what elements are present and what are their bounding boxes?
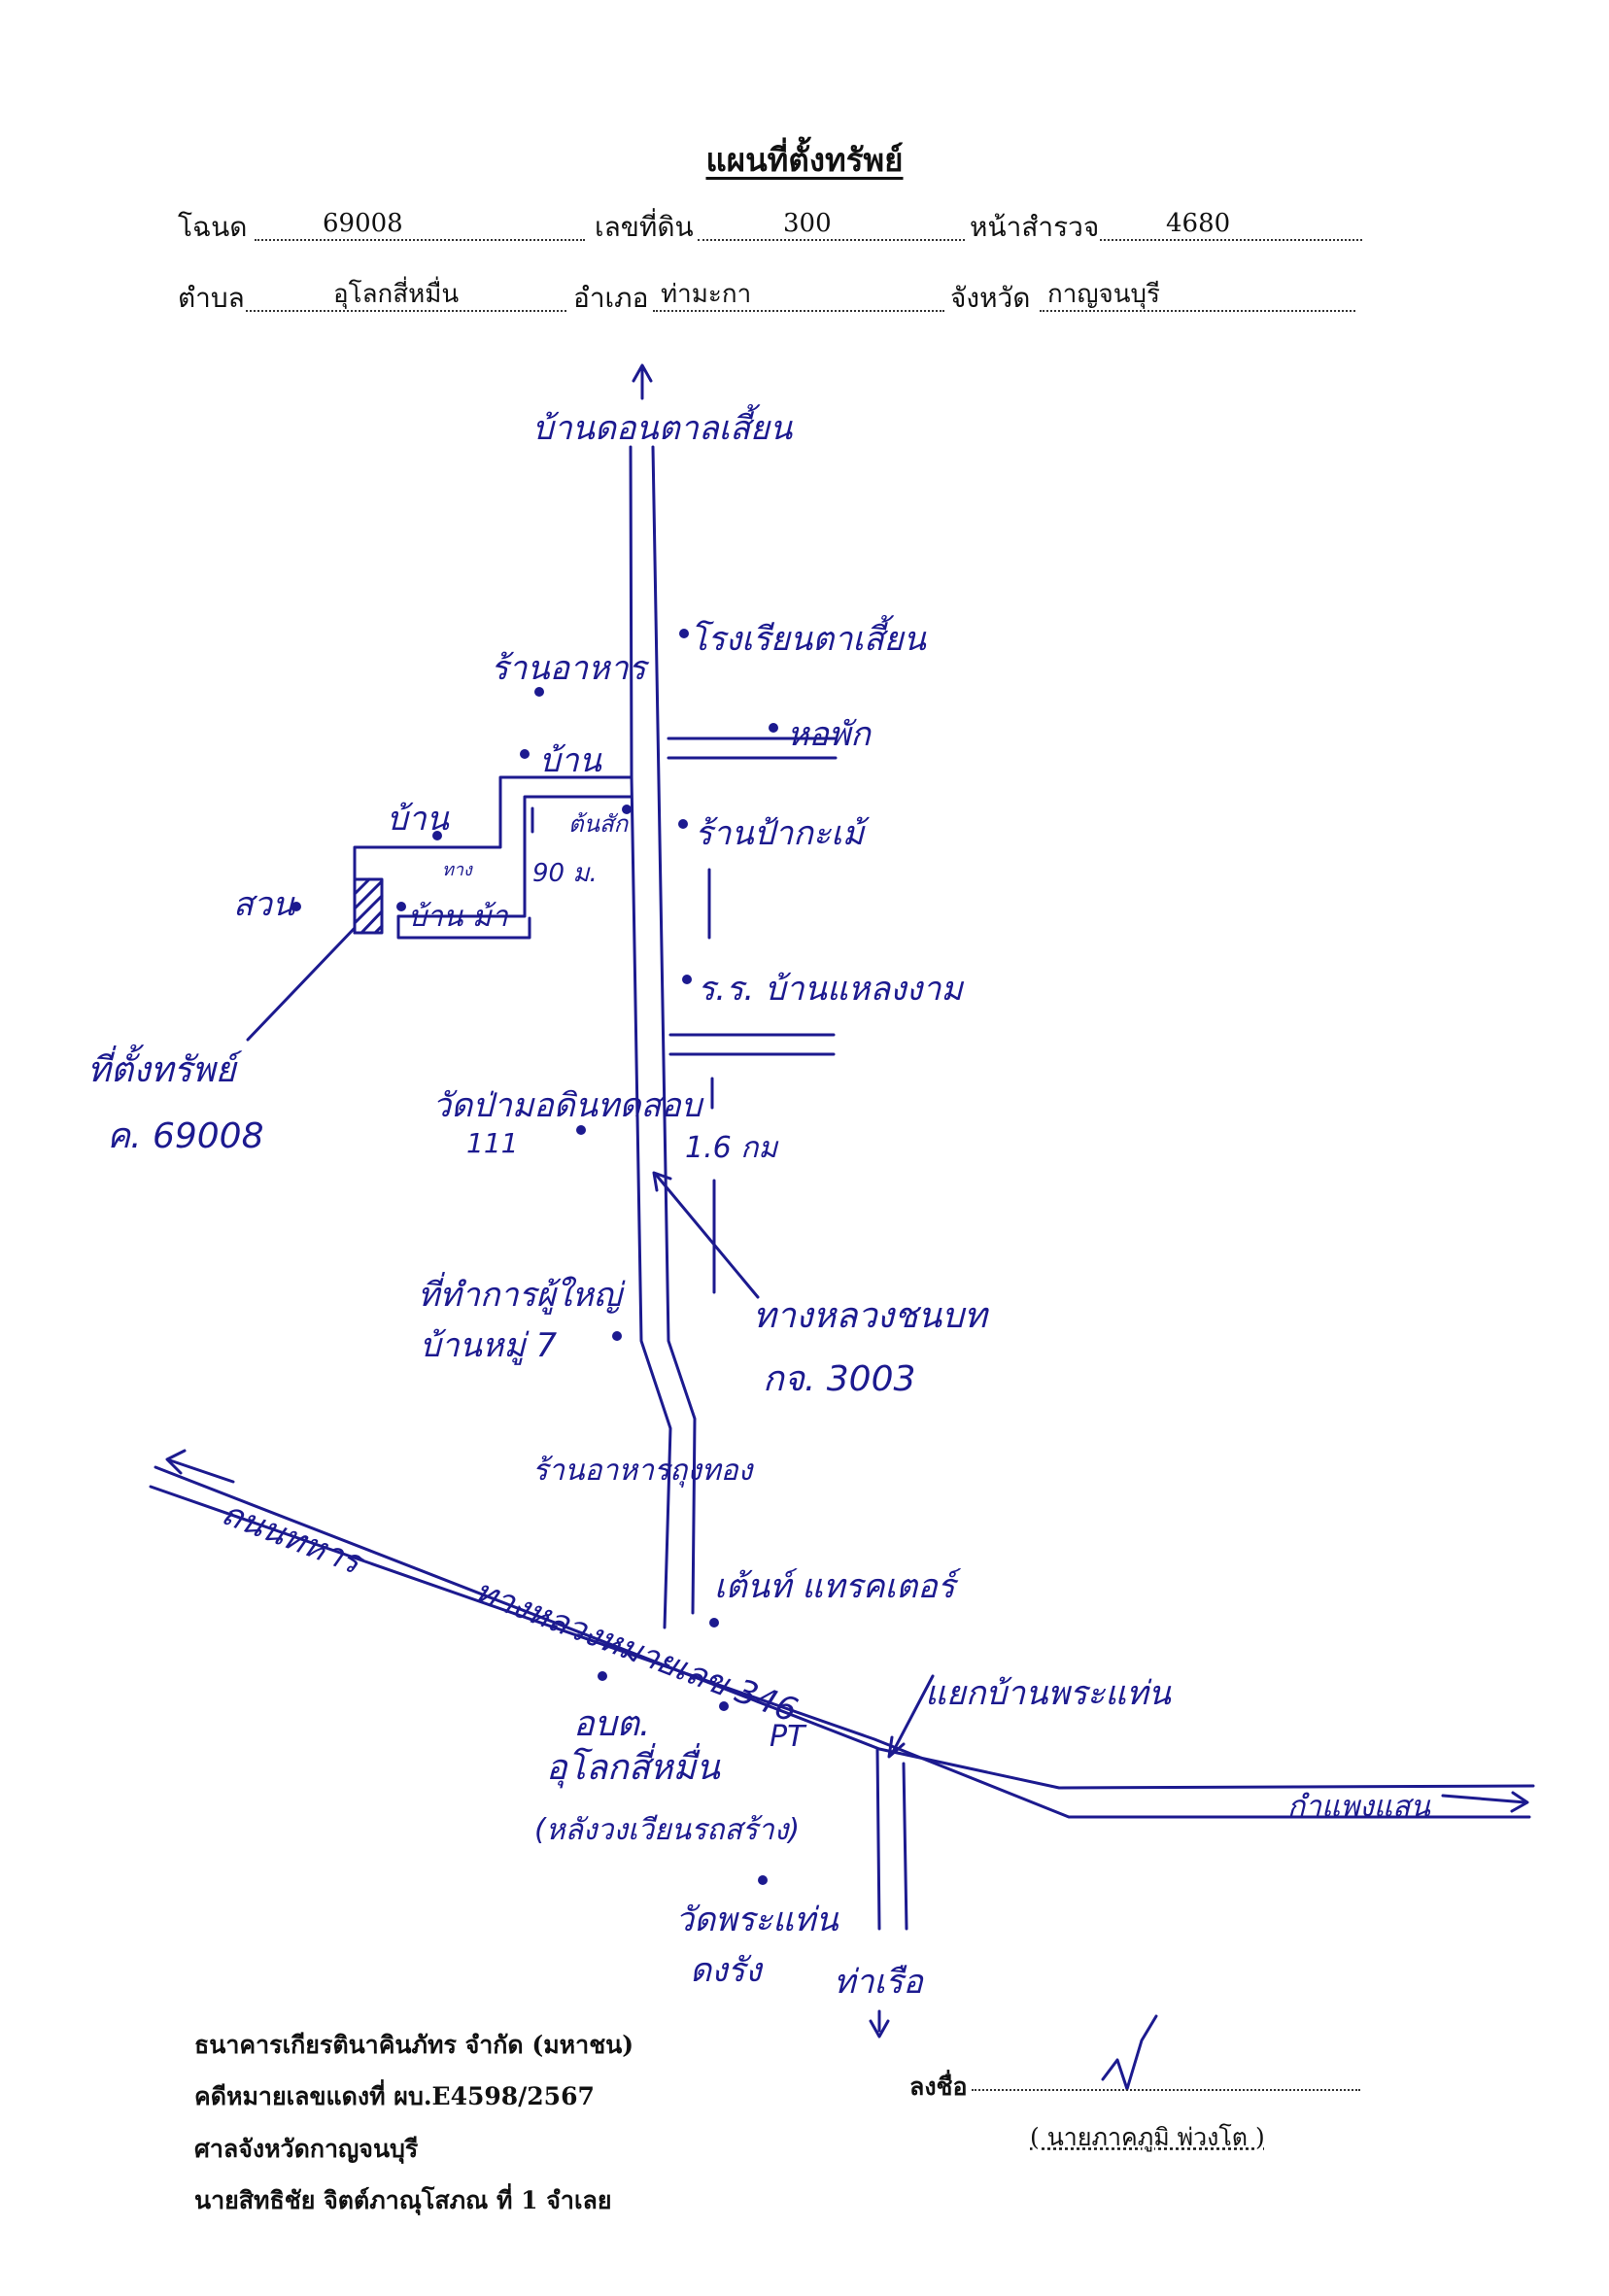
headman-office-label: ที่ทำการผู้ใหญ่ <box>418 1276 622 1315</box>
parcel-label: เลขที่ดิน <box>595 211 694 243</box>
sao-label: อบต. <box>573 1704 651 1744</box>
page-title: แผนที่ตั้งทรัพย์ <box>705 141 904 179</box>
rural-road-pointer <box>655 1174 760 1299</box>
subdistrict-label: ตำบล <box>178 282 245 314</box>
shop-label: ร้านป้ากะเม้ <box>695 814 865 853</box>
school-north-label: โรงเรียนตาเสี้ยน <box>690 620 926 659</box>
property-label: ที่ตั้งทรัพย์ <box>87 1050 236 1090</box>
tree-label: ต้นสัก <box>568 810 629 838</box>
subdistrict-value: อุโลกสี่หมื่น <box>246 277 566 312</box>
south-road-left <box>875 1747 881 1931</box>
deed-label: โฉนด <box>178 211 248 243</box>
survey-value: 4680 <box>1100 206 1362 241</box>
garden-label: สวน <box>233 885 295 924</box>
defendant-name: นายสิทธิชัย จิตต์ภาณุโสภณ ที่ 1 จำเลย <box>194 2186 612 2214</box>
lane-label: ทาง <box>442 860 472 880</box>
gas-station-label: PT <box>770 1720 805 1754</box>
district-value: ท่ามะกา <box>653 277 944 312</box>
distance-long-label: 1.6 กม <box>685 1131 778 1165</box>
north-destination-label: บ้านดอนตาลเสี้ยน <box>532 409 793 448</box>
temple-land-number: 111 <box>466 1127 519 1159</box>
distance-short-label: 90 ม. <box>532 859 598 888</box>
rural-road-right-edge <box>651 445 697 1615</box>
temple-land-label: วัดป่ามอดินทดสอบ <box>432 1086 702 1125</box>
province-value: กาญจนบุรี <box>1040 277 1355 312</box>
property-deed-label: ค. 69008 <box>107 1116 264 1156</box>
school-label: ร.ร. บ้านแหลงงาม <box>698 970 963 1009</box>
sao-note-label: (หลังวงเวียนรถสร้าง) <box>534 1813 801 1847</box>
highway-top-edge <box>154 1465 1535 1790</box>
bank-name: ธนาคารเกียรตินาคินภัทร จำกัด (มหาชน) <box>194 2031 634 2059</box>
kamphaeng-saen-label: กำแพงแสน <box>1287 1790 1430 1824</box>
rural-road-left-edge <box>629 445 672 1629</box>
junction-label: แยกบ้านพระแท่น <box>925 1674 1171 1713</box>
district-label: อำเภอ <box>573 282 649 314</box>
property-pointer <box>246 926 357 1042</box>
rural-road-label: ทางหลวงชนบท <box>753 1296 987 1336</box>
sign-label: ลงชื่อ <box>909 2073 968 2101</box>
north-arrow-head <box>632 363 653 383</box>
south-road-right <box>902 1762 908 1931</box>
wat-phra-thaen-label-2: ดงรัง <box>690 1951 762 1990</box>
south-arrow-head <box>869 2019 890 2039</box>
house-label-1: บ้าน <box>539 741 601 780</box>
house-label-3: บ้าน ม้า <box>408 900 508 934</box>
highway-bottom-edge <box>149 1485 1531 1819</box>
sao-name-label: อุโลกสี่หมื่น <box>546 1748 720 1788</box>
survey-label: หน้าสำรวจ <box>970 211 1100 243</box>
case-number: คดีหมายเลขแดงที่ ผบ.E4598/2567 <box>194 2082 595 2110</box>
landmark-dots <box>291 629 778 1885</box>
village-number-label: บ้านหมู่ 7 <box>420 1326 558 1365</box>
dormitory-label: หอพัก <box>787 715 871 754</box>
lane-bottom-edge <box>396 795 633 940</box>
west-arrow-head <box>165 1449 187 1475</box>
rural-road-number: กจ. 3003 <box>763 1359 916 1399</box>
signature-mark <box>1101 2014 1158 2091</box>
province-label: จังหวัด <box>950 282 1031 314</box>
signature-line <box>972 2089 1360 2091</box>
shrine-label: ร้านอาหารถุงทอง <box>532 1454 753 1488</box>
house-label-2: บ้าน <box>387 800 449 839</box>
junction-pointer <box>890 1674 935 1756</box>
parcel-value: 300 <box>698 206 965 241</box>
east-arrow-head <box>1510 1791 1529 1813</box>
court-name: ศาลจังหวัดกาญจนบุรี <box>194 2135 419 2163</box>
restaurant-label: ร้านอาหาร <box>491 649 646 688</box>
signer-name: ( นายภาคภูมิ พ่วงโต ) <box>1030 2123 1265 2151</box>
tractor-shop-label: เต้นท์ แทรคเตอร์ <box>714 1567 955 1606</box>
deed-value: 69008 <box>255 206 585 241</box>
wat-phra-thaen-label: วัดพระแท่น <box>675 1901 839 1939</box>
tha-ruea-label: ท่าเรือ <box>834 1963 923 2002</box>
lane-top-edge <box>353 775 633 935</box>
